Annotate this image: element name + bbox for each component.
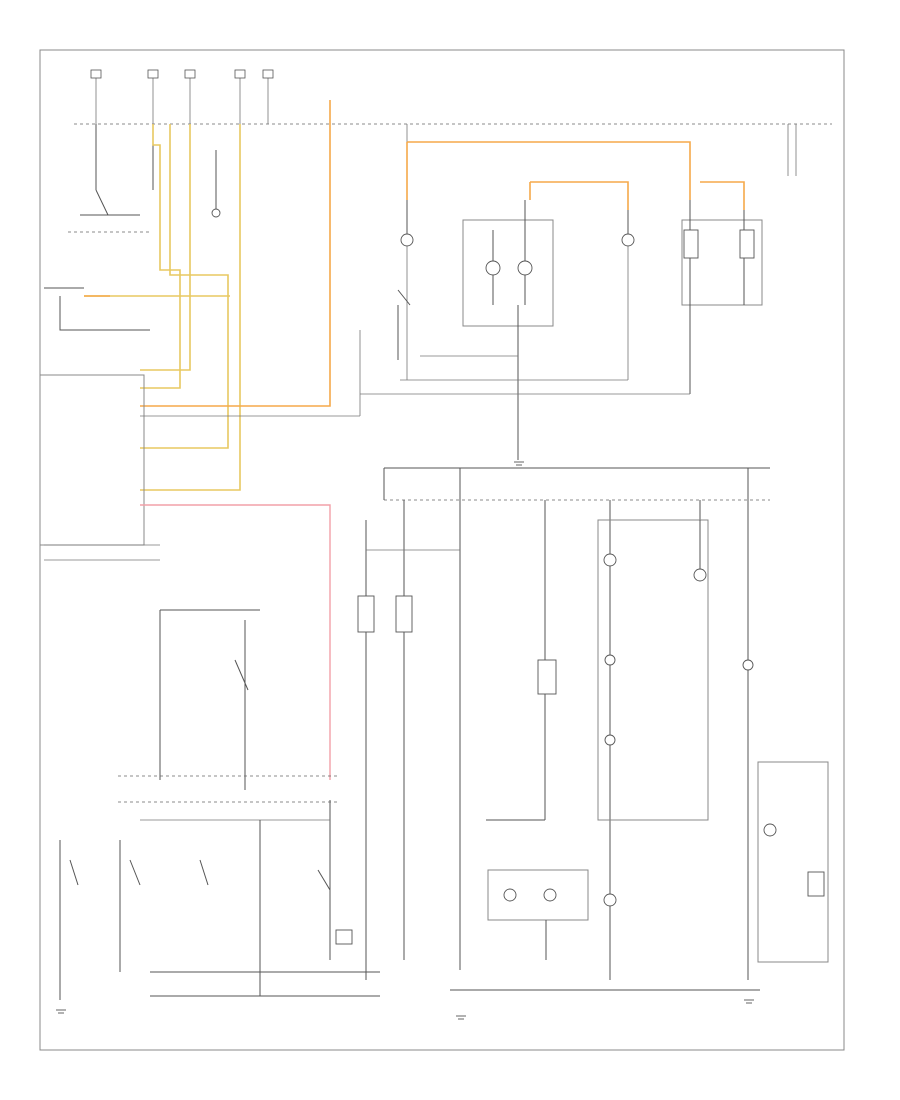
center-column [597, 519, 709, 980]
pink-wire [140, 504, 331, 780]
door-jamb-switch-left [397, 289, 411, 360]
door-jamb-switch-rear-right [159, 609, 260, 790]
fog-lamp-relay [211, 150, 221, 218]
door-jamb-switch-rear-left [59, 840, 209, 1000]
ground-points [56, 461, 754, 1020]
courtesy-lamps [400, 200, 635, 460]
dimmer-switch [44, 287, 150, 331]
cargo-lamp [693, 500, 754, 740]
liftgate-switch [317, 800, 353, 960]
diagram-frame [39, 49, 845, 1051]
fuse-drops [95, 78, 797, 176]
headlamp-switch [68, 124, 154, 233]
glove-box-lamp [486, 520, 557, 821]
instrument-panel-lamps [487, 869, 589, 960]
top-return-lines [140, 246, 690, 417]
body-control-module [39, 374, 160, 561]
vanity-mirror-lamps [747, 740, 829, 980]
lower-buses [118, 775, 760, 997]
yellow-wires [84, 124, 241, 491]
license-lamp-left [357, 520, 375, 980]
orange-wires [84, 100, 745, 407]
reading-lamps [681, 200, 763, 394]
mid-bus [383, 467, 770, 970]
license-lamp-right [395, 500, 413, 960]
fuse-markers [90, 69, 274, 79]
